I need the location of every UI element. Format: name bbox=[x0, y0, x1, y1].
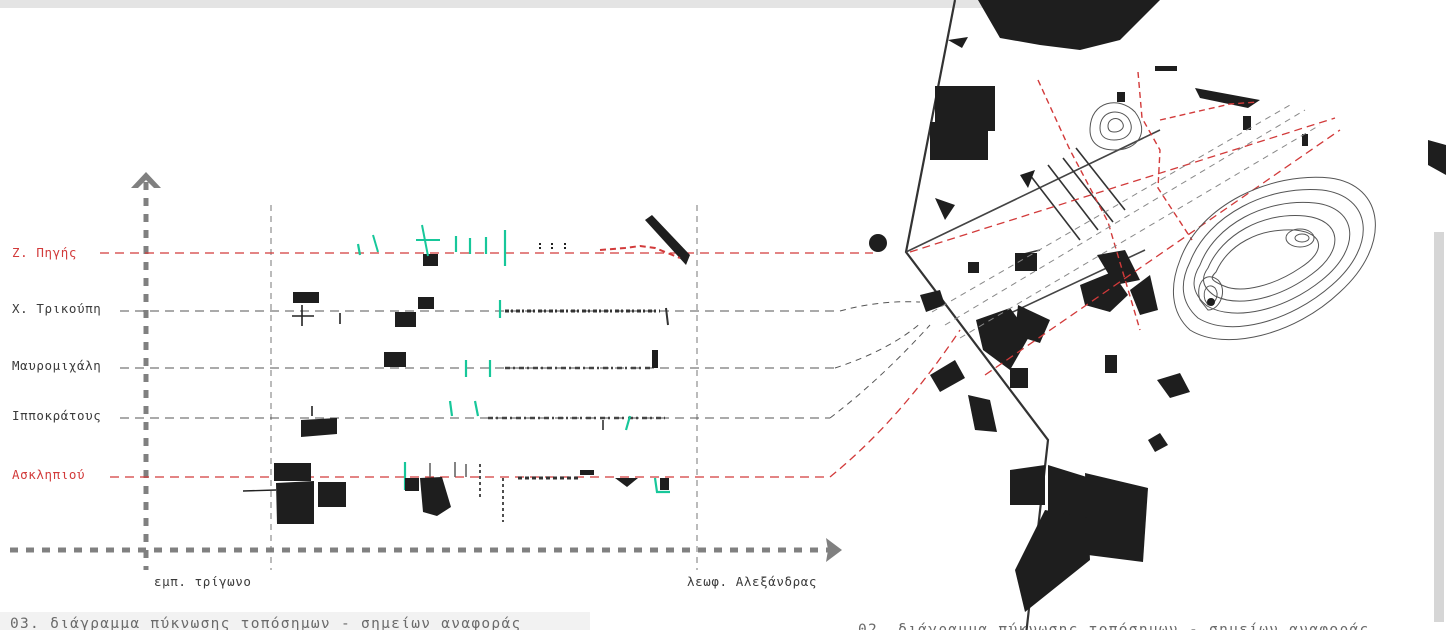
landmarks-z-pigis bbox=[356, 215, 690, 266]
landmarks-asklipiou bbox=[242, 462, 670, 524]
vertical-axis bbox=[131, 172, 161, 570]
street-label-3: Ιπποκράτους bbox=[12, 408, 101, 423]
landmarks-mavromichali bbox=[384, 350, 658, 377]
axis-start-label: εμπ. τρίγωνο bbox=[154, 574, 252, 589]
landmarks-trikoupi bbox=[292, 292, 669, 327]
axis-end-label: λεωφ. Αλεξάνδρας bbox=[687, 574, 817, 589]
hill-contours bbox=[1089, 102, 1376, 341]
caption-left: 03. διάγραμμα πύκνωσης τοπόσημων - σημεί… bbox=[10, 616, 522, 630]
street-label-1: Χ. Τρικούπη bbox=[12, 301, 101, 316]
caption-left-backdrop bbox=[0, 612, 590, 630]
map-connectors bbox=[829, 301, 961, 478]
top-band bbox=[0, 0, 1000, 8]
street-label-0: Ζ. Πηγής bbox=[12, 245, 77, 260]
landmarks-ippokratous bbox=[301, 400, 665, 437]
right-arrow-icon bbox=[826, 538, 842, 562]
city-map bbox=[869, 0, 1446, 630]
caption-right: 02. διάγραμμα πύκνωσης τοπόσημων - σημεί… bbox=[858, 622, 1370, 630]
street-label-4: Ασκληπιού bbox=[12, 467, 85, 482]
right-edge-strip bbox=[1434, 232, 1444, 622]
up-arrow-icon bbox=[131, 172, 161, 188]
horizontal-axis bbox=[10, 538, 842, 562]
street-label-2: Μαυρομιχάλη bbox=[12, 358, 101, 373]
